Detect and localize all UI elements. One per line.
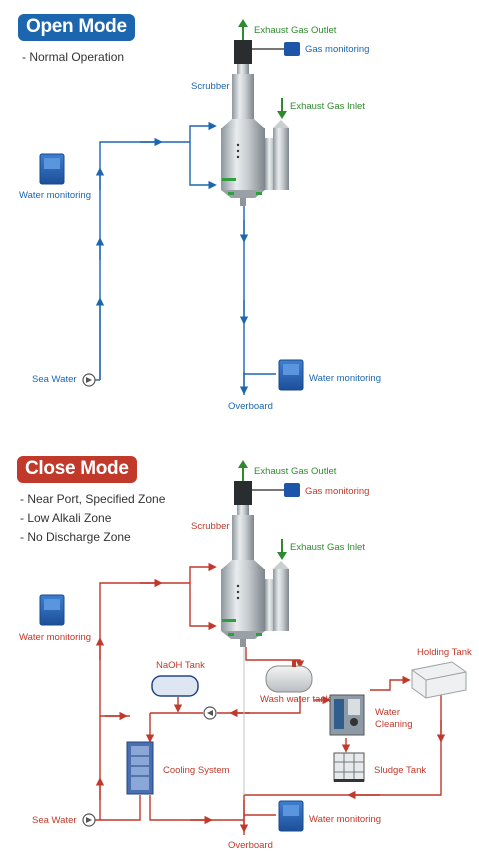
water-cleaning-label-1: Water <box>375 707 400 718</box>
close-water-monitoring-left-label: Water monitoring <box>19 632 91 643</box>
gas-monitor-icon <box>284 483 300 497</box>
water-cleaning-label-2: Cleaning <box>375 719 413 730</box>
arrow-down-icon <box>277 539 287 560</box>
close-water-monitoring-right-label: Water monitoring <box>309 814 381 825</box>
arrow-up-icon <box>238 460 248 481</box>
close-condition-2: - Low Alkali Zone <box>20 511 112 525</box>
close-sea-water-label: Sea Water <box>32 815 77 826</box>
open-scrubber-label: Scrubber <box>191 81 230 92</box>
monitor-icon <box>278 800 304 832</box>
sludge-tank-icon <box>333 752 365 782</box>
open-exhaust-outlet-label: Exhaust Gas Outlet <box>254 25 337 36</box>
holding-tank-label: Holding Tank <box>417 647 472 658</box>
naoh-tank-label: NaOH Tank <box>156 660 205 671</box>
arrow-up-icon <box>238 19 248 40</box>
open-exhaust-inlet-label: Exhaust Gas Inlet <box>290 101 365 112</box>
gas-monitor-icon <box>284 42 300 56</box>
close-condition-3: - No Discharge Zone <box>20 530 131 544</box>
close-scrubber-label: Scrubber <box>191 521 230 532</box>
close-gas-monitoring-label: Gas monitoring <box>305 486 370 497</box>
close-mode-badge: Close Mode <box>17 456 137 483</box>
pump-icon <box>203 706 217 720</box>
open-sea-water-label: Sea Water <box>32 374 77 385</box>
open-scrubber <box>221 40 289 206</box>
pump-icon <box>82 373 96 387</box>
close-exhaust-inlet-label: Exhaust Gas Inlet <box>290 542 365 553</box>
monitor-icon <box>39 153 65 185</box>
open-water-monitoring-right-label: Water monitoring <box>309 373 381 384</box>
naoh-tank-icon <box>151 675 199 697</box>
open-water-monitoring-left-label: Water monitoring <box>19 190 91 201</box>
cooling-system-label: Cooling System <box>163 765 230 776</box>
close-condition-1: - Near Port, Specified Zone <box>20 492 166 506</box>
open-gas-monitoring-label: Gas monitoring <box>305 44 370 55</box>
wash-water-tank-icon <box>265 660 313 693</box>
open-pipes <box>95 121 276 395</box>
cooling-system-icon <box>126 741 154 795</box>
close-scrubber <box>221 481 289 647</box>
close-exhaust-outlet-label: Exhaust Gas Outlet <box>254 466 337 477</box>
wash-water-tank-label: Wash water tank <box>260 694 331 705</box>
monitor-icon <box>39 594 65 626</box>
monitor-icon <box>278 359 304 391</box>
open-mode-badge: Open Mode <box>18 14 135 41</box>
close-pipes <box>95 562 446 835</box>
water-cleaning-unit-icon <box>329 694 365 736</box>
open-overboard-label: Overboard <box>228 401 273 412</box>
arrow-down-icon <box>277 98 287 119</box>
holding-tank-icon <box>411 661 467 699</box>
pump-icon <box>82 813 96 827</box>
sludge-tank-label: Sludge Tank <box>374 765 427 776</box>
close-overboard-label: Overboard <box>228 840 273 851</box>
open-mode-subtitle: - Normal Operation <box>22 50 125 64</box>
